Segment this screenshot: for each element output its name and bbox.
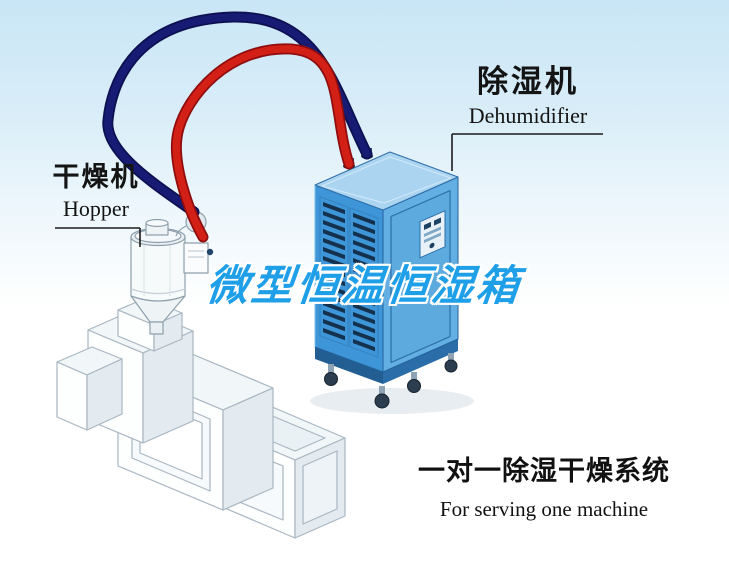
- caption-en: For serving one machine: [439, 497, 649, 521]
- cabinet-door: [390, 189, 451, 364]
- hopper-illustration: [130, 211, 214, 335]
- hopper-callout: 干燥机 Hopper: [48, 162, 144, 222]
- watermark-text: 微型恒温恒湿箱: [204, 261, 525, 310]
- dehumidifier-pointer-line: [451, 133, 603, 171]
- caption-zh: 一对一除湿干燥系统: [418, 456, 670, 487]
- dehumidifier-callout: 除湿机 Dehumidifier: [450, 66, 606, 129]
- dehumidifier-label-zh: 除湿机: [477, 64, 579, 100]
- dehumidifier-shadow: [310, 388, 474, 414]
- control-panel: [419, 210, 446, 259]
- hopper-label-zh: 干燥机: [52, 162, 140, 193]
- caption-block: 一对一除湿干燥系统 For serving one machine: [398, 449, 690, 522]
- dehumidifier-illustration: [314, 148, 459, 409]
- caster-wheels: [324, 353, 458, 409]
- extruder-illustration: [56, 297, 346, 539]
- vent-grille: [319, 196, 379, 358]
- hopper-label-en: Hopper: [63, 196, 129, 222]
- dehumidifier-label-en: Dehumidifier: [468, 102, 588, 128]
- hopper-pointer-line: [55, 227, 141, 247]
- red-hose: [170, 43, 355, 243]
